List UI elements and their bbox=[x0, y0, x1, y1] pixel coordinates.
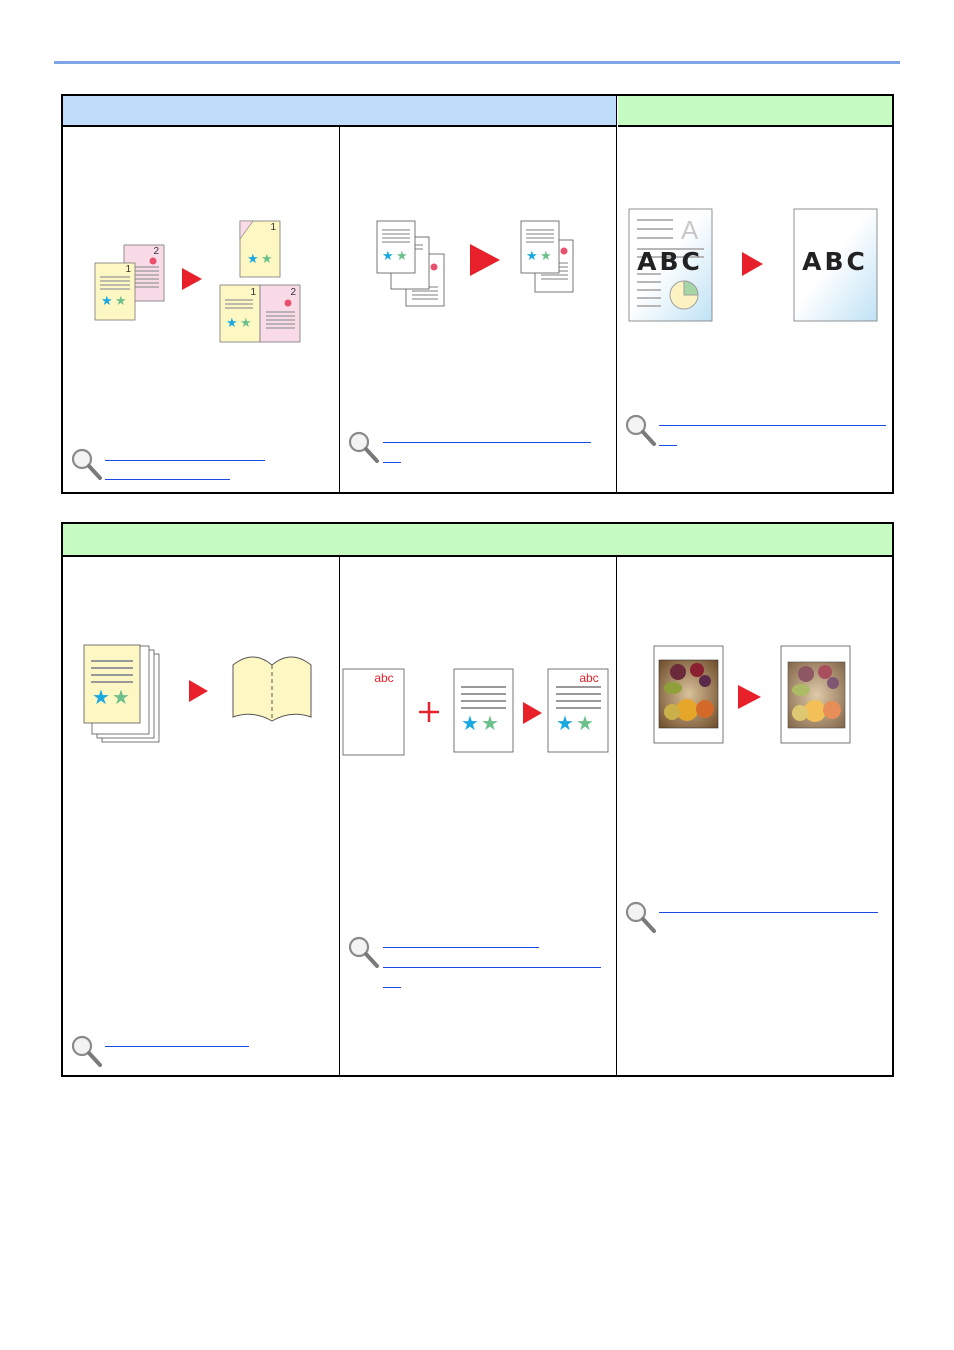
page-number: 2 bbox=[290, 287, 296, 298]
fruit-photo bbox=[658, 659, 719, 729]
svg-text:★: ★ bbox=[247, 251, 259, 266]
top-feature-table: 2 1 ★ ★ 1 ★ ★ 1 2 bbox=[61, 94, 894, 494]
svg-text:★: ★ bbox=[261, 251, 273, 266]
booklet-cell: ★ ★ bbox=[63, 557, 339, 1075]
column-divider bbox=[339, 127, 340, 492]
svg-text:★: ★ bbox=[382, 248, 394, 263]
reference-link[interactable] bbox=[659, 912, 878, 913]
photo-cell bbox=[617, 557, 892, 1075]
svg-text:★: ★ bbox=[226, 315, 238, 330]
reference-link[interactable] bbox=[105, 479, 230, 480]
magnifier-icon bbox=[348, 936, 379, 968]
original-big-letter: A bbox=[681, 215, 699, 245]
form-text: abc bbox=[374, 671, 393, 685]
reference-link[interactable] bbox=[659, 445, 677, 446]
svg-text:★: ★ bbox=[576, 713, 594, 735]
header-green bbox=[618, 96, 892, 127]
duplex-cell: 2 1 ★ ★ 1 ★ ★ 1 2 bbox=[63, 127, 339, 492]
magnifier-icon bbox=[625, 414, 656, 446]
reference-link[interactable] bbox=[383, 442, 591, 443]
original-text: ABC bbox=[637, 247, 703, 276]
svg-text:★: ★ bbox=[556, 713, 574, 735]
svg-text:★: ★ bbox=[481, 713, 499, 735]
photo-image-quality-icon bbox=[653, 645, 851, 744]
magnifier-icon bbox=[71, 448, 102, 480]
form-overlay-cell: abc ★ ★ abc ★ ★ bbox=[340, 557, 616, 1075]
svg-text:★: ★ bbox=[101, 293, 113, 308]
magnifier-icon bbox=[348, 431, 379, 463]
collate-icon: ★ ★ ★ ★ bbox=[376, 220, 574, 307]
column-divider bbox=[339, 557, 340, 1075]
column-divider bbox=[616, 96, 617, 127]
collate-cell: ★ ★ ★ ★ bbox=[340, 127, 616, 492]
page-number: 1 bbox=[270, 222, 276, 233]
page-number: 1 bbox=[125, 264, 131, 275]
magnifier-icon bbox=[71, 1035, 102, 1067]
reference-link[interactable] bbox=[383, 462, 401, 463]
top-rule bbox=[54, 61, 900, 64]
reference-link[interactable] bbox=[659, 425, 886, 426]
result-text: abc bbox=[579, 671, 598, 685]
form-overlay-icon: abc ★ ★ abc ★ ★ bbox=[342, 668, 609, 756]
density-cell: A ABC ABC bbox=[617, 127, 892, 492]
reference-link[interactable] bbox=[383, 967, 601, 968]
svg-text:★: ★ bbox=[115, 293, 127, 308]
reference-link[interactable] bbox=[383, 987, 401, 988]
reference-link[interactable] bbox=[105, 1046, 249, 1047]
density-adjust-icon: A ABC ABC bbox=[628, 208, 878, 322]
svg-text:★: ★ bbox=[240, 315, 252, 330]
svg-text:★: ★ bbox=[396, 248, 408, 263]
svg-text:★: ★ bbox=[92, 687, 110, 709]
svg-text:★: ★ bbox=[112, 687, 130, 709]
booklet-icon: ★ ★ bbox=[83, 644, 312, 743]
duplex-copy-icon: 2 1 ★ ★ 1 ★ ★ 1 2 bbox=[94, 220, 301, 343]
header-blue bbox=[63, 96, 617, 127]
reference-link[interactable] bbox=[383, 947, 539, 948]
page-number: 1 bbox=[250, 287, 256, 298]
svg-text:★: ★ bbox=[526, 248, 538, 263]
column-divider bbox=[616, 557, 617, 1075]
result-text: ABC bbox=[802, 247, 868, 276]
header-green bbox=[63, 524, 892, 557]
column-divider bbox=[616, 127, 617, 492]
reference-link[interactable] bbox=[105, 460, 265, 461]
fruit-photo bbox=[787, 661, 846, 729]
page-number: 2 bbox=[153, 246, 159, 257]
bottom-feature-table: ★ ★ abc ★ ★ abc ★ ★ bbox=[61, 522, 894, 1077]
svg-text:★: ★ bbox=[540, 248, 552, 263]
svg-text:★: ★ bbox=[461, 713, 479, 735]
magnifier-icon bbox=[625, 901, 656, 933]
